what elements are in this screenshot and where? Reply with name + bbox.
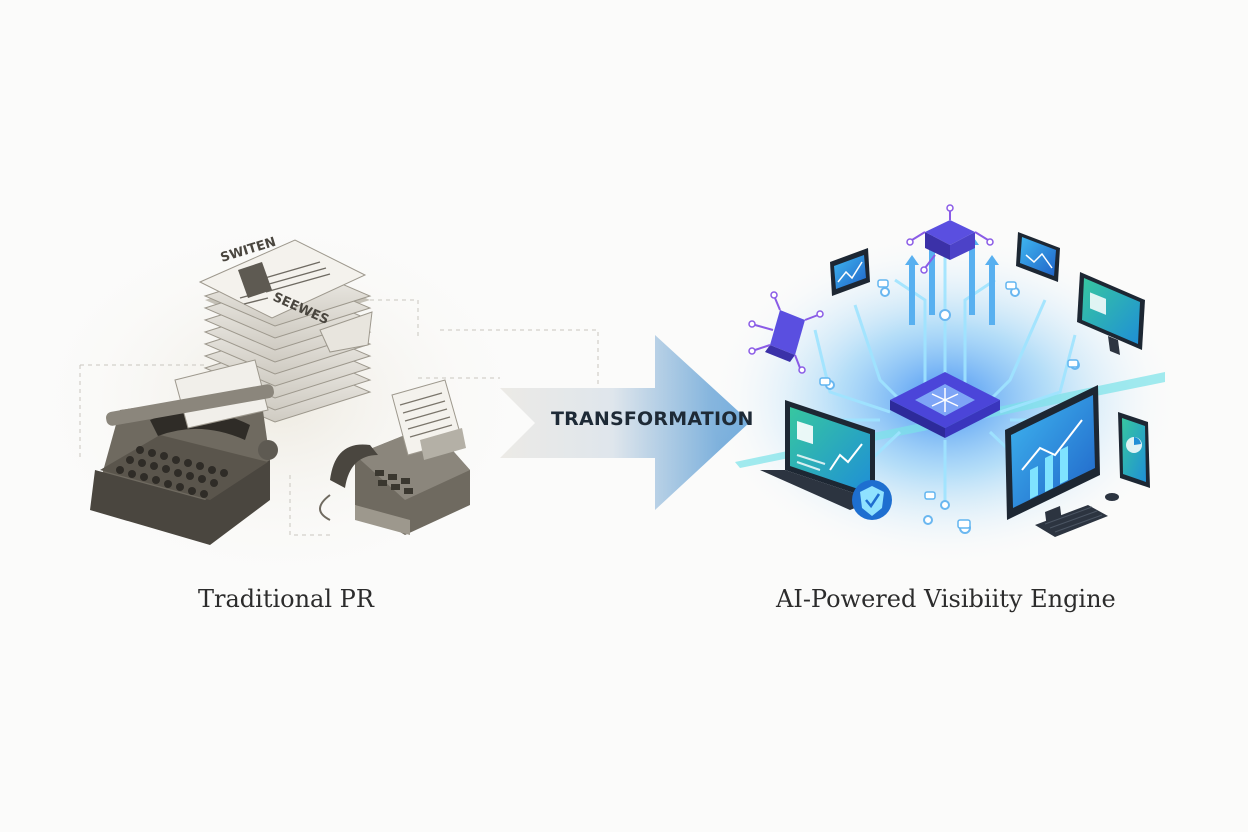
left-chip-icon [748,291,824,374]
ai-chip-icon [890,372,1000,438]
monitor-icon [1077,272,1145,355]
ai-engine-group [710,204,1180,565]
small-node-icons [819,279,1079,529]
transformation-label: TRANSFORMATION [551,408,754,430]
laptop-icon [760,400,875,510]
chart-screen-icon [830,248,870,296]
fax-machine-icon [319,379,470,535]
keyboard-icon [1035,493,1119,537]
ai-engine-caption: AI-Powered Visibiity Engine [776,585,1116,613]
transformation-arrow-icon [500,335,750,510]
top-chip-icon [906,204,994,274]
traditional-pr-group: SWITEN SEEWES [20,210,599,590]
typewriter-icon [90,359,278,545]
traditional-pr-caption: Traditional PR [198,585,374,613]
phone-icon [1118,412,1150,488]
mouse-icon [1105,493,1119,501]
dashed-connectors [79,299,599,536]
shield-icon [852,480,892,520]
chart-screen-icon [1016,232,1060,282]
